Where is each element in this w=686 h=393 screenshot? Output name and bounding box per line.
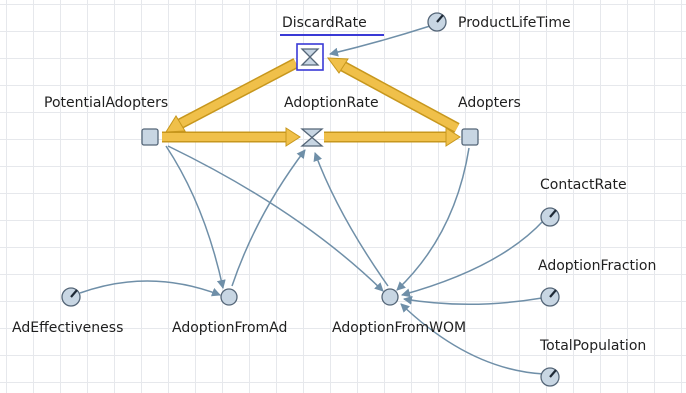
parameter-dial-icon-lifetime[interactable] xyxy=(427,12,447,32)
flow-pipes xyxy=(162,57,461,147)
link-adfromwom-adoption[interactable] xyxy=(313,152,389,287)
stock-adopters-icon[interactable] xyxy=(461,128,479,146)
label-adoption-from-ad[interactable]: AdoptionFromAd xyxy=(172,320,288,336)
link-contact-adfromwom[interactable] xyxy=(401,219,545,298)
label-adoption-rate[interactable]: AdoptionRate xyxy=(284,95,379,111)
label-contact-rate[interactable]: ContactRate xyxy=(540,177,627,193)
label-total-population[interactable]: TotalPopulation xyxy=(540,338,647,354)
label-ad-effectiveness[interactable]: AdEffectiveness xyxy=(12,320,124,336)
link-totalpop-adfromwom[interactable] xyxy=(400,303,545,375)
hourglass-valve-icon-discard[interactable] xyxy=(296,43,324,71)
link-lifetime-discard[interactable] xyxy=(329,25,431,57)
link-adfromad-adoption[interactable] xyxy=(231,149,306,287)
stock-potential-adopters-icon[interactable] xyxy=(141,128,159,146)
link-adopters-adfromwom[interactable] xyxy=(396,147,470,291)
link-adeff-adfromad[interactable] xyxy=(79,280,221,297)
hourglass-valve-icon-adoption[interactable] xyxy=(300,128,324,147)
label-adoption-from-wom[interactable]: AdoptionFromWOM xyxy=(332,320,467,336)
flow-pipe-head-discard xyxy=(326,57,349,74)
link-potential-adfromad[interactable] xyxy=(165,145,226,289)
flow-pipe-head-adopters xyxy=(445,127,461,147)
parameter-dial-icon-contact[interactable] xyxy=(540,207,560,227)
links xyxy=(79,25,545,375)
link-potential-adfromwom[interactable] xyxy=(167,145,384,292)
selection-underline xyxy=(280,34,384,36)
parameter-dial-icon-totalpop[interactable] xyxy=(540,367,560,387)
parameter-dial-icon-fraction[interactable] xyxy=(540,287,560,307)
link-fraction-adfromwom[interactable] xyxy=(403,295,543,305)
auxiliary-circle-icon-adfromad[interactable] xyxy=(220,288,238,306)
flow-pipe-head-adoption xyxy=(285,127,301,147)
label-product-lifetime[interactable]: ProductLifeTime xyxy=(458,15,571,31)
parameter-dial-icon-adeff[interactable] xyxy=(61,287,81,307)
label-adoption-fraction[interactable]: AdoptionFraction xyxy=(538,258,657,274)
label-potential-adopters[interactable]: PotentialAdopters xyxy=(44,95,169,111)
label-discard-rate[interactable]: DiscardRate xyxy=(282,15,367,31)
auxiliary-circle-icon-adfromwom[interactable] xyxy=(381,288,399,306)
label-adopters[interactable]: Adopters xyxy=(458,95,521,111)
